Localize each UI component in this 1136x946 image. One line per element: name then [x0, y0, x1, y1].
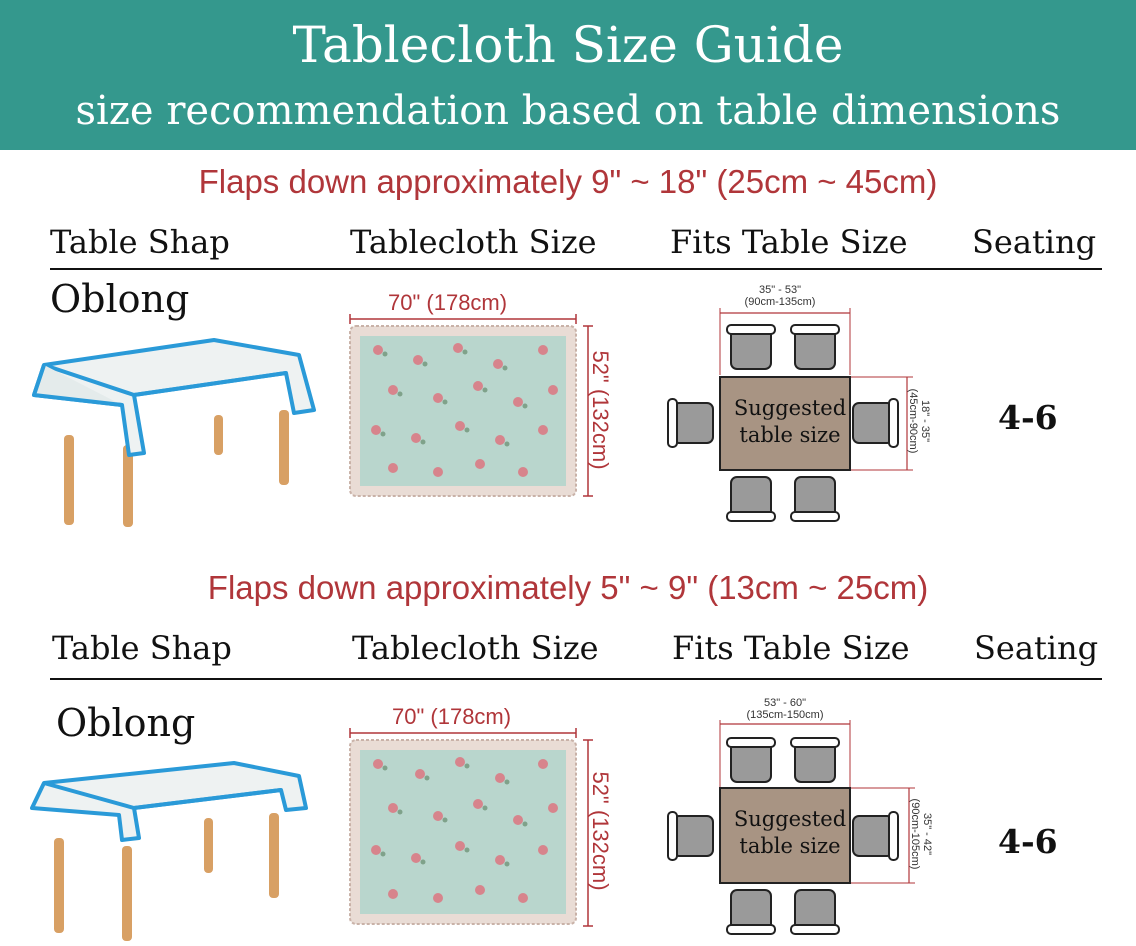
suggested-size-label: Suggested table size [722, 395, 858, 449]
fit-width-label: 53" - 60" [763, 697, 807, 709]
floral-tablecloth-icon [349, 739, 577, 925]
col-header-seating: Seating [972, 223, 1097, 261]
table-with-cloth-icon [32, 338, 316, 527]
flap-note-2: Flaps down approximately 5" ~ 9" (13cm ~… [207, 569, 929, 606]
length-dimension-line [583, 739, 593, 927]
cloth-width-label: 70" (178cm) [392, 704, 512, 729]
flap-note-1: Flaps down approximately 9" ~ 18" (25cm … [198, 163, 938, 200]
fit-length-cm-label: (90cm-105cm) [909, 798, 921, 870]
col-header-fits-table-size: Fits Table Size [670, 223, 908, 261]
header-rule [50, 268, 1102, 270]
col-header-fits-table-size: Fits Table Size [672, 629, 910, 667]
length-dimension-line [583, 325, 593, 497]
fit-width-cm-label: (135cm-150cm) [746, 709, 824, 721]
header-banner: Tablecloth Size Guide size recommendatio… [0, 0, 1136, 150]
chair-icon [672, 741, 894, 931]
suggested-line2: table size [739, 834, 841, 858]
shape-label: Oblong [56, 701, 196, 745]
seating-value: 4-6 [998, 822, 1058, 861]
seating-diagram [667, 308, 913, 522]
fit-width-label: 35" - 53" [758, 284, 802, 296]
fit-length-cm-label: (45cm-90cm) [907, 388, 919, 454]
fit-width-cm-label: (90cm-135cm) [744, 296, 816, 308]
width-dimension-line [349, 728, 577, 738]
page-title: Tablecloth Size Guide [292, 16, 844, 74]
suggested-line1: Suggested [733, 807, 847, 831]
col-header-tablecloth-size: Tablecloth Size [352, 629, 599, 667]
col-header-tablecloth-size: Tablecloth Size [350, 223, 597, 261]
cloth-width-label: 70" (178cm) [388, 290, 508, 315]
page-subtitle: size recommendation based on table dimen… [75, 88, 1061, 134]
col-header-seating: Seating [974, 629, 1099, 667]
seating-diagram [667, 720, 915, 935]
floral-tablecloth-icon [349, 325, 577, 497]
header-rule [50, 678, 1102, 680]
suggested-line1: Suggested [733, 396, 847, 420]
seating-value: 4-6 [998, 398, 1058, 437]
table-leg [64, 435, 74, 525]
width-dimension-line [349, 314, 577, 324]
cloth-length-label: 52" (132cm) [588, 771, 613, 891]
fit-length-label: 35" - 42" [921, 812, 933, 856]
col-header-shape: Table Shap [52, 629, 232, 667]
fit-length-label: 18" - 35" [919, 399, 931, 443]
shape-label: Oblong [50, 277, 190, 321]
cloth-length-label: 52" (132cm) [588, 350, 613, 470]
suggested-line2: table size [739, 423, 841, 447]
suggested-size-label: Suggested table size [722, 806, 858, 860]
col-header-shape: Table Shap [50, 223, 230, 261]
chair-icon [672, 328, 894, 518]
table-with-cloth-icon [30, 761, 308, 941]
